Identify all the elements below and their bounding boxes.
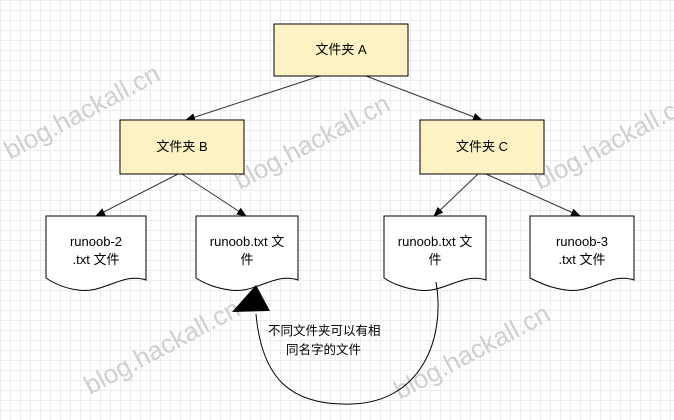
annotation-line1: 不同文件夹可以有相 (268, 323, 381, 338)
file-runoob-3-line2: .txt 文件 (559, 252, 606, 267)
watermark-text: blog.hackall.cn (229, 88, 395, 195)
file-runoob-txt-b[interactable]: runoob.txt 文 件 (195, 215, 299, 291)
connector-b-file1 (95, 173, 179, 217)
same-name-arrowhead (232, 285, 270, 312)
watermark-text: blog.hackall.cn (79, 293, 245, 400)
file-runoob-2[interactable]: runoob-2 .txt 文件 (45, 215, 147, 291)
file-runoob-txt-c-line1: runoob.txt 文 (398, 234, 472, 249)
annotation-line2: 同名字的文件 (286, 342, 361, 357)
file-runoob-txt-b-line1: runoob.txt 文 (210, 234, 284, 249)
folder-a[interactable]: 文件夹 A (273, 23, 409, 77)
watermark-text: blog.hackall.cn (529, 88, 674, 195)
same-name-curved-arrow (255, 281, 439, 405)
file-runoob-2-line1: runoob-2 (70, 234, 122, 249)
file-runoob-txt-c-line2: 件 (428, 252, 441, 267)
folder-a-label: 文件夹 A (315, 42, 367, 57)
folder-b-label: 文件夹 B (156, 139, 207, 154)
file-runoob-3[interactable]: runoob-3 .txt 文件 (529, 215, 635, 291)
file-runoob-txt-b-line2: 件 (240, 252, 253, 267)
folder-b[interactable]: 文件夹 B (119, 119, 245, 175)
file-runoob-txt-c[interactable]: runoob.txt 文 件 (383, 215, 487, 291)
annotation-note: 不同文件夹可以有相 同名字的文件 (268, 323, 381, 357)
watermark-text: blog.hackall.cn (389, 298, 555, 405)
connector-a-b (185, 75, 321, 121)
file-runoob-3-line1: runoob-3 (556, 234, 608, 249)
folder-c-label: 文件夹 C (456, 139, 508, 154)
connector-layer (95, 75, 581, 217)
folder-c[interactable]: 文件夹 C (419, 119, 545, 175)
connector-b-file2 (181, 173, 247, 217)
file-runoob-2-line2: .txt 文件 (73, 252, 120, 267)
connector-a-c (365, 75, 483, 121)
connector-c-file3 (433, 173, 479, 217)
connector-c-file4 (485, 173, 581, 217)
